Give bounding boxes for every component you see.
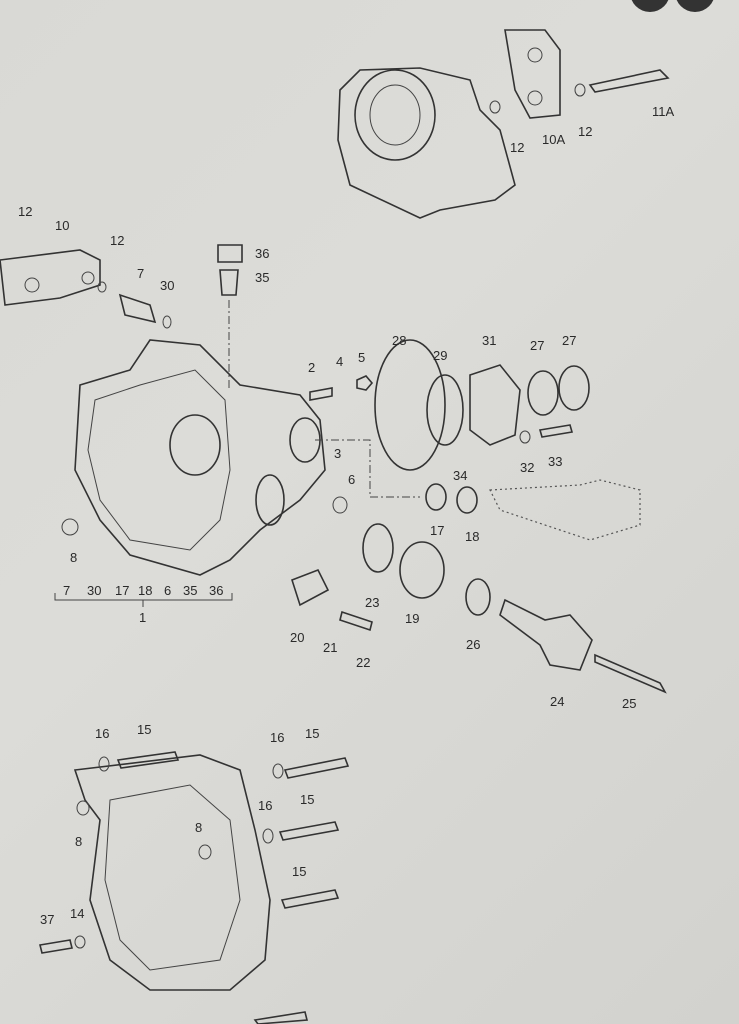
part-label-3: 3: [334, 446, 341, 461]
part-label-4: 4: [336, 354, 343, 369]
part-label-26: 26: [466, 637, 480, 652]
main-housing: [61, 339, 326, 576]
lower-housing: [39, 751, 350, 1024]
part-label-27: 27: [562, 333, 576, 348]
bracket-member-label: 30: [87, 583, 101, 598]
part-label-23: 23: [365, 595, 379, 610]
part-label-19: 19: [405, 611, 419, 626]
part-label-8: 8: [70, 550, 77, 565]
part-label-8: 8: [75, 834, 82, 849]
part-label-11A: 11A: [652, 104, 674, 119]
part-label-15: 15: [305, 726, 319, 741]
part-label-30: 30: [160, 278, 174, 293]
part-label-10A: 10A: [542, 132, 565, 147]
bracket-member-label: 36: [209, 583, 223, 598]
bracket-member-label: 35: [183, 583, 197, 598]
part-label-28: 28: [392, 333, 406, 348]
part-label-12: 12: [18, 204, 32, 219]
part-label-17: 17: [430, 523, 444, 538]
part-label-12: 12: [110, 233, 124, 248]
corner-mark: [631, 0, 669, 12]
part-label-12: 12: [510, 140, 524, 155]
part-label-22: 22: [356, 655, 370, 670]
shaft-parts: [291, 339, 667, 694]
part-label-27: 27: [530, 338, 544, 353]
part-label-16: 16: [270, 730, 284, 745]
bracket-group-label: 1: [139, 610, 146, 625]
part-label-35: 35: [255, 270, 269, 285]
part-label-33: 33: [548, 454, 562, 469]
bracket-member-label: 7: [63, 583, 70, 598]
plate-10: [0, 244, 243, 390]
part-label-15: 15: [292, 864, 306, 879]
part-label-34: 34: [453, 468, 467, 483]
corner-mark: [676, 0, 714, 12]
part-label-5: 5: [358, 350, 365, 365]
part-label-18: 18: [465, 529, 479, 544]
part-label-29: 29: [433, 348, 447, 363]
part-label-6: 6: [348, 472, 355, 487]
part-label-20: 20: [290, 630, 304, 645]
part-label-12: 12: [578, 124, 592, 139]
part-label-2: 2: [308, 360, 315, 375]
group-bracket: [54, 593, 233, 607]
part-label-10: 10: [55, 218, 69, 233]
part-label-32: 32: [520, 460, 534, 475]
part-label-14: 14: [70, 906, 84, 921]
part-label-15: 15: [137, 722, 151, 737]
part-label-8: 8: [195, 820, 202, 835]
part-label-24: 24: [550, 694, 564, 709]
part-label-31: 31: [482, 333, 496, 348]
part-label-36: 36: [255, 246, 269, 261]
part-label-37: 37: [40, 912, 54, 927]
bracket-member-label: 18: [138, 583, 152, 598]
bracket-member-label: 17: [115, 583, 129, 598]
part-label-7: 7: [137, 266, 144, 281]
part-label-16: 16: [95, 726, 109, 741]
bracket-member-label: 6: [164, 583, 171, 598]
part-label-21: 21: [323, 640, 337, 655]
part-label-15: 15: [300, 792, 314, 807]
upper-housing: [337, 29, 670, 219]
part-label-16: 16: [258, 798, 272, 813]
part-label-25: 25: [622, 696, 636, 711]
